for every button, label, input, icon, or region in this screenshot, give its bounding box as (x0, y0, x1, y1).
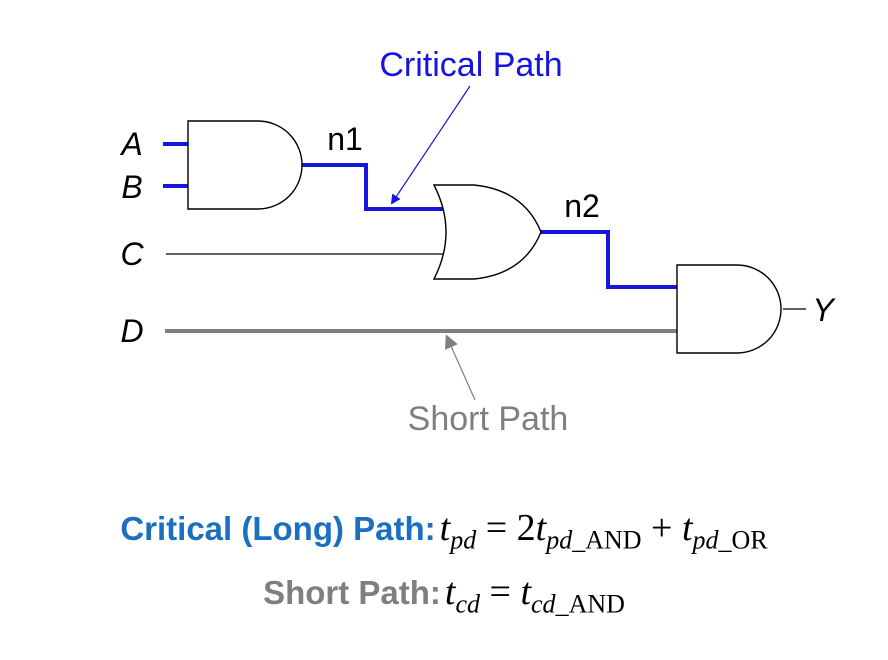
critical-path-formula: tpd = 2tpd_AND + tpd_OR (439, 507, 768, 553)
subscript: cd (455, 589, 481, 619)
t-symbol: t (520, 571, 532, 613)
or-gate (432, 184, 542, 280)
subscript: pd_AND (546, 525, 642, 555)
input-c-label: C (120, 236, 144, 272)
critical-path-equation-label: Critical (Long) Path: (120, 510, 436, 547)
input-d-label: D (120, 313, 143, 349)
subscript: pd (450, 525, 477, 555)
n2-label: n2 (564, 188, 600, 224)
equals-sign: = (489, 571, 511, 613)
and-gate-2 (676, 264, 782, 354)
n1-label: n1 (327, 121, 363, 157)
critical-path-label: Critical Path (379, 46, 562, 84)
short-path-formula: tcd = tcd_AND (444, 571, 625, 617)
coefficient: 2 (516, 507, 536, 549)
short-path-arrow (445, 334, 476, 401)
t-symbol: t (535, 507, 547, 549)
output-y-label: Y (812, 292, 836, 328)
t-symbol: t (444, 571, 456, 613)
input-b-label: B (121, 169, 142, 205)
subscript: cd_AND (531, 589, 625, 619)
wire-n2 (540, 230, 677, 289)
subscript: pd_OR (692, 525, 768, 555)
plus-sign: + (651, 507, 673, 549)
equals-sign: = (485, 507, 508, 549)
t-symbol: t (681, 507, 693, 549)
short-path-label: Short Path (408, 400, 569, 438)
wire-n1 (298, 163, 444, 211)
short-path-equation: Short Path: tcd = tcd_AND (0, 570, 888, 617)
short-path-equation-label: Short Path: (263, 574, 441, 611)
input-a-label: A (119, 126, 142, 162)
critical-path-equation: Critical (Long) Path: tpd = 2tpd_AND + t… (0, 506, 888, 553)
and-gate-1 (187, 120, 303, 210)
t-symbol: t (439, 507, 451, 549)
critical-path-arrow (390, 85, 471, 205)
